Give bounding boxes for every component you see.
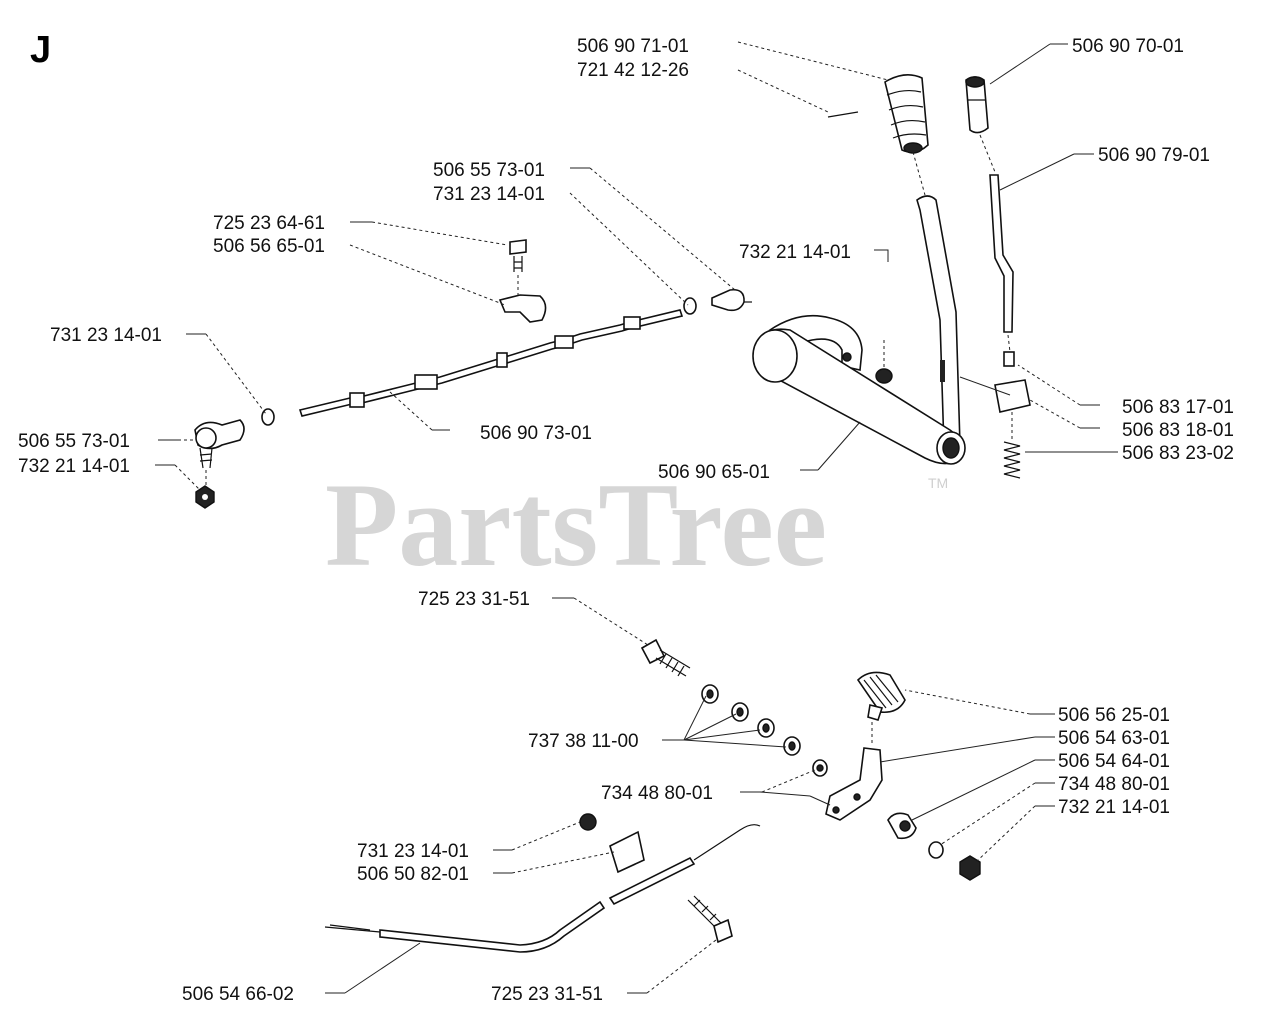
spring-cap-part <box>1003 351 1015 367</box>
part-label[interactable]: 506 55 73-01 <box>18 431 130 452</box>
lower-nut-part <box>959 855 981 881</box>
lower-bolt-top-part <box>640 638 691 677</box>
lower-lever-arm-part <box>825 722 883 821</box>
handle-knob-part <box>884 74 929 154</box>
lower-bolt-bottom-part <box>687 895 733 944</box>
part-label[interactable]: 731 23 14-01 <box>357 841 469 862</box>
cable-part <box>298 309 684 417</box>
washers-part <box>701 684 828 777</box>
part-label[interactable]: 725 23 31-51 <box>418 589 530 610</box>
axis-line <box>912 151 926 196</box>
part-label[interactable]: 506 90 73-01 <box>480 423 592 444</box>
shift-lever-part <box>916 195 961 449</box>
part-label[interactable]: 734 48 80-01 <box>601 783 713 804</box>
part-label[interactable]: 506 56 25-01 <box>1058 705 1170 726</box>
pin-part <box>827 111 859 118</box>
clip-plate-part <box>994 379 1031 413</box>
part-label[interactable]: 506 54 66-02 <box>182 984 294 1005</box>
lower-washer-part <box>928 841 944 859</box>
part-label[interactable]: 732 21 14-01 <box>739 242 851 263</box>
part-label[interactable]: 732 21 14-01 <box>1058 797 1170 818</box>
cable-clamp-part <box>498 239 547 323</box>
right-ball-joint-part <box>683 288 752 315</box>
part-label[interactable]: 506 50 82-01 <box>357 864 469 885</box>
rod-part <box>989 174 1014 333</box>
part-label[interactable]: 725 23 31-51 <box>491 984 603 1005</box>
part-label[interactable]: 506 90 79-01 <box>1098 145 1210 166</box>
part-label[interactable]: 731 23 14-01 <box>50 325 162 346</box>
left-ball-joint-part <box>194 408 275 450</box>
left-joint-bolt-part <box>195 447 215 509</box>
part-label[interactable]: 506 83 17-01 <box>1122 397 1234 418</box>
part-label[interactable]: 731 23 14-01 <box>433 184 545 205</box>
part-label[interactable]: 506 90 70-01 <box>1072 36 1184 57</box>
throttle-cable-part <box>324 824 761 953</box>
part-label[interactable]: 721 42 12-26 <box>577 60 689 81</box>
bracket-nut-part <box>875 340 893 384</box>
lower-leaders <box>325 597 1055 994</box>
watermark-tm: TM <box>928 475 948 491</box>
clamp-plate-part <box>609 830 645 874</box>
bushing-part <box>887 812 917 840</box>
part-label[interactable]: 506 90 65-01 <box>658 462 770 483</box>
part-label[interactable]: 725 23 64-61 <box>213 213 325 234</box>
axis-line-right-2 <box>1007 334 1011 353</box>
pivot-bracket-part <box>752 314 966 465</box>
part-label[interactable]: 732 21 14-01 <box>18 456 130 477</box>
part-label[interactable]: 506 54 64-01 <box>1058 751 1170 772</box>
part-label[interactable]: 506 83 18-01 <box>1122 420 1234 441</box>
watermark: PartsTree <box>325 458 827 591</box>
part-label[interactable]: 506 54 63-01 <box>1058 728 1170 749</box>
spring-part <box>1003 412 1021 479</box>
part-label[interactable]: 506 90 71-01 <box>577 36 689 57</box>
upper-leaders <box>155 41 1118 491</box>
axis-line-right <box>979 134 996 173</box>
part-label[interactable]: 506 55 73-01 <box>433 160 545 181</box>
lever-slot <box>940 360 945 382</box>
threaded-knob-part <box>856 671 906 721</box>
part-label[interactable]: 734 48 80-01 <box>1058 774 1170 795</box>
small-nut-part <box>579 813 597 831</box>
part-label[interactable]: 506 56 65-01 <box>213 236 325 257</box>
rod-cap-part <box>965 76 989 134</box>
section-letter: J <box>30 29 51 71</box>
part-labels: 506 90 71-01 721 42 12-26 506 90 70-01 5… <box>18 36 1234 1005</box>
part-label[interactable]: 506 83 23-02 <box>1122 443 1234 464</box>
part-label[interactable]: 737 38 11-00 <box>528 731 639 752</box>
